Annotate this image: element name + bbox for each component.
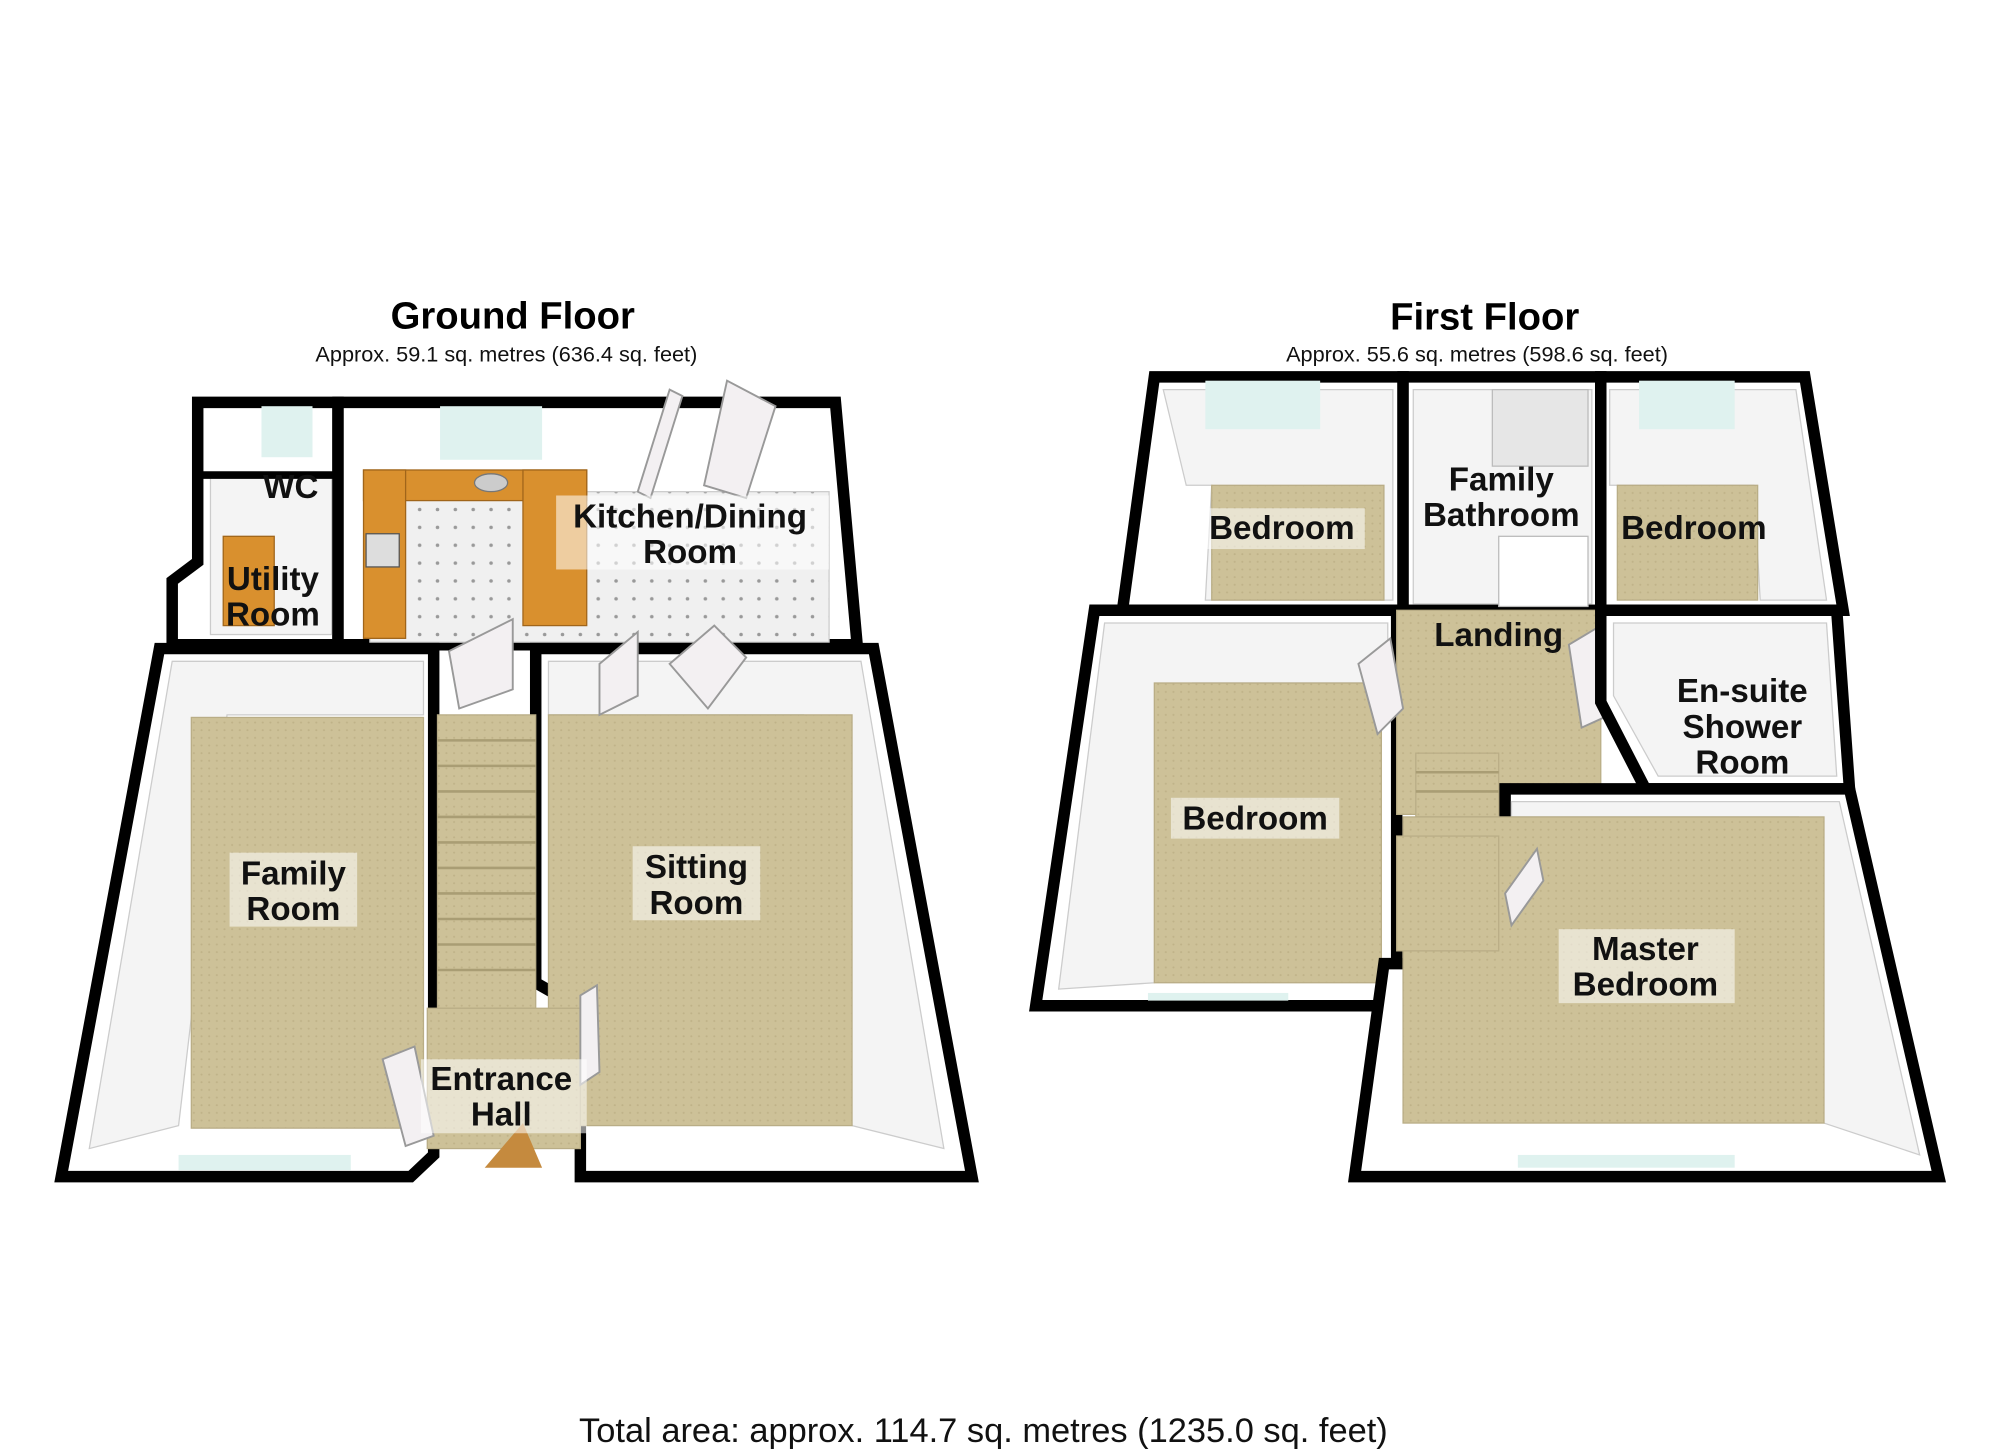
cupboard	[1396, 835, 1500, 952]
shower-icon	[1491, 388, 1589, 467]
hob-icon	[365, 533, 400, 568]
svg-text:Landing: Landing	[1434, 617, 1563, 654]
total-area: Total area: approx. 114.7 sq. metres (12…	[579, 1412, 1388, 1450]
svg-text:Bedroom: Bedroom	[1621, 510, 1767, 547]
svg-text:WC: WC	[263, 469, 318, 506]
svg-text:Bedroom: Bedroom	[1209, 510, 1355, 547]
room-label-landing: Landing	[1434, 617, 1563, 654]
room-label-bedroom-top-left: Bedroom	[1198, 508, 1365, 550]
door	[1357, 636, 1405, 736]
first-floor-area: Approx. 55.6 sq. metres (598.6 sq. feet)	[1286, 342, 1668, 367]
french-door	[702, 379, 777, 500]
door	[598, 629, 639, 717]
room-label-wc: WC	[263, 469, 318, 506]
room-label-bedroom-top-right: Bedroom	[1621, 510, 1767, 547]
first-floor-plan	[1029, 371, 1946, 1183]
door	[668, 624, 748, 711]
sink-icon	[473, 473, 509, 493]
ground-floor-plan	[54, 379, 979, 1183]
door	[447, 617, 514, 710]
first-floor-title: First Floor	[1390, 296, 1579, 339]
ground-floor-area: Approx. 59.1 sq. metres (636.4 sq. feet)	[315, 342, 697, 367]
bath-icon	[1498, 535, 1589, 608]
staircase	[436, 714, 537, 1009]
door	[1504, 846, 1545, 928]
staircase	[1415, 752, 1500, 818]
svg-text:Bedroom: Bedroom	[1182, 801, 1328, 838]
ground-floor-title: Ground Floor	[391, 294, 635, 337]
room-label-bedroom-left: Bedroom	[1170, 797, 1340, 839]
